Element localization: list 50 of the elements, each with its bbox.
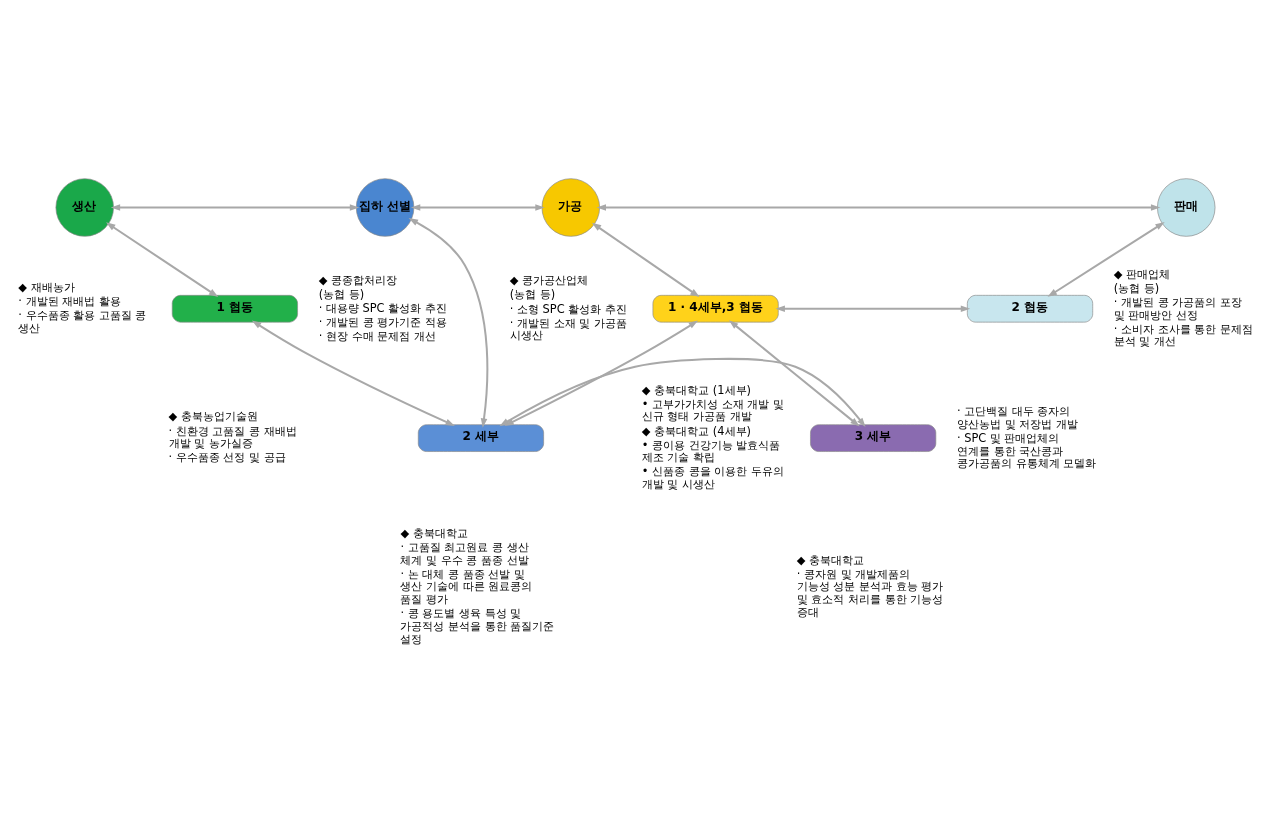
node-box: 2 협동 (967, 295, 1094, 323)
node-label: · 현장 수매 문제점 개선 (318, 328, 436, 343)
node-label: ◆ 충북농업기술원 (168, 409, 258, 424)
arrow (251, 320, 455, 426)
arrow (106, 222, 219, 297)
arrow (408, 218, 489, 428)
node-label: ◆ 충북대학교 (400, 525, 468, 540)
node-box: 1 협동 (171, 295, 298, 323)
node-box: 1 · 4세부,3 협동 (652, 295, 779, 323)
arrow (410, 204, 545, 211)
arrow (728, 320, 860, 427)
arrow (499, 357, 866, 428)
node-label: · 소형 SPC 활성화 추진 (509, 301, 627, 316)
node-box: 3 세부 (810, 424, 937, 452)
node-label: · 콩 용도별 생육 특성 및 가공적성 분석을 통한 품질기준 설정 (400, 606, 555, 646)
arrow (1047, 221, 1165, 297)
node-label: · 고단백질 대두 종자의 양산농법 및 저장법 개발 (956, 404, 1078, 431)
arrow (591, 222, 700, 298)
node-label: (농협 등) (509, 287, 556, 302)
arrow (504, 320, 699, 426)
node-label: · 고품질 최고원료 콩 생산 체계 및 우수 콩 품종 선발 (400, 539, 529, 567)
node-box: 2 세부 (417, 424, 544, 452)
node-label: ◆ 콩가공산업체 (509, 273, 589, 288)
node-label: · 대용량 SPC 활성화 추진 (318, 300, 447, 315)
arrow (596, 204, 1161, 211)
node-label: • 콩이용 건강기능 발효식품 제조 기술 확립 (641, 437, 781, 465)
node-label: ◆ 재배농가 (18, 280, 75, 295)
node-label: · 친환경 고품질 콩 재배법 개발 및 농가실증 (168, 423, 297, 451)
node-label: (농협 등) (1113, 280, 1160, 295)
node-label: · 개발된 재배법 활용 (18, 294, 121, 309)
node-label: ◆ 충북대학교 (1세부) (641, 382, 751, 397)
node-label: · 논 대체 콩 품종 선발 및 생산 기술에 따른 원료콩의 품질 평가 (400, 566, 533, 607)
node-label: ◆ 충북대학교 (4세부) (641, 423, 751, 438)
node-label: · 개발된 소재 및 가공품 시생산 (509, 315, 627, 343)
node-label: ◆ 콩종합처리장 (318, 272, 398, 287)
node-label: ◆ 충북대학교 (796, 552, 865, 567)
node-label: · 개발된 콩 가공품의 포장 및 판매방안 선정 (1113, 294, 1242, 322)
arrow (775, 305, 971, 313)
node-label: · 개발된 콩 평가기준 적용 (318, 314, 447, 329)
arrow (110, 204, 360, 211)
node-label: • 고부가가치성 소재 개발 및 신규 형태 가공품 개발 (641, 396, 785, 424)
node-label: (농협 등) (318, 286, 365, 301)
node-label: · 우수품종 활용 고품질 콩 생산 (18, 308, 147, 335)
node-label: • 신품종 콩을 이용한 두유의 개발 및 시생산 (641, 464, 785, 492)
node-label: · 우수품종 선정 및 공급 (168, 450, 286, 465)
node-label: · SPC 및 판매업체의 연계를 통한 국산콩과 콩가공품의 유통체계 모델화 (956, 430, 1097, 471)
node-circle: 집하 선별 (355, 178, 415, 237)
node-label: · 콩자원 및 개발제품의 기능성 성분 분석과 효능 평가 및 효소적 처리를 통한 기능성 증대 (796, 566, 944, 619)
node-label: · 소비자 조사를 통한 문제점 분석 및 개선 (1113, 321, 1253, 349)
node-label: ◆ 판매업체 (1113, 266, 1171, 281)
